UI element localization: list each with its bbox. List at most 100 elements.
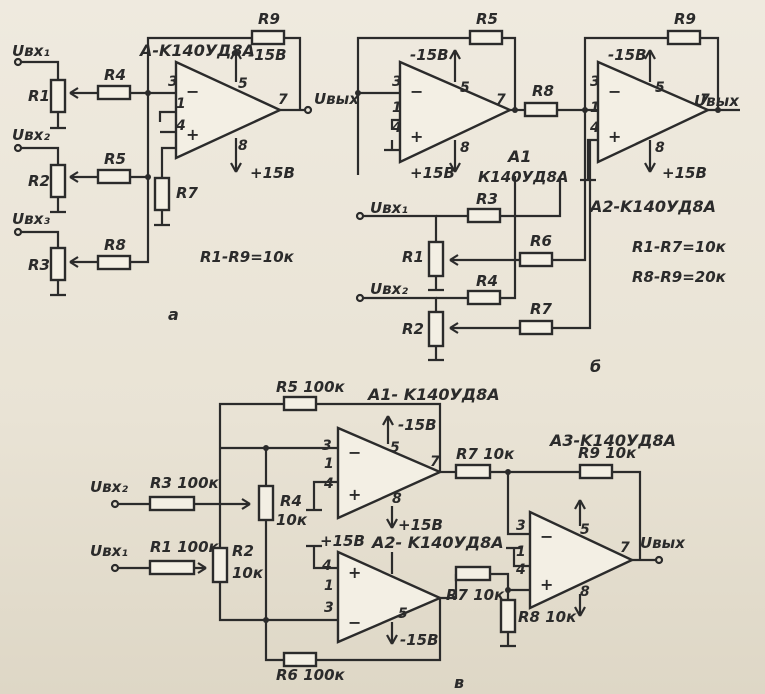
svg-text:4: 4 [323, 476, 334, 492]
svg-text:R1: R1 [402, 248, 424, 266]
pot-c-r2 [211, 546, 229, 584]
svg-text:1: 1 [324, 456, 334, 472]
svg-text:R9: R9 [674, 10, 696, 28]
svg-text:3: 3 [322, 438, 332, 454]
svg-text:+15В: +15В [320, 532, 365, 550]
resistor-b-r6 [518, 251, 554, 268]
svg-text:Uвх₂: Uвх₂ [370, 280, 408, 298]
svg-text:-15В: -15В [410, 46, 449, 64]
resistor-r5 [96, 168, 132, 185]
resistor-c-r7-top [454, 463, 492, 480]
svg-text:4: 4 [589, 120, 600, 136]
svg-text:5: 5 [390, 440, 400, 456]
resistor-b-r3 [466, 207, 502, 224]
label-c: в [454, 673, 464, 692]
svg-text:3: 3 [392, 74, 402, 90]
output-b-label: Uвых [694, 92, 740, 110]
r4-label: R4 [104, 66, 126, 84]
svg-text:R8: R8 [532, 82, 554, 100]
svg-text:5: 5 [655, 80, 665, 96]
svg-text:4: 4 [391, 120, 402, 136]
input-label-3: Uвх₃ [12, 210, 50, 228]
svg-text:3: 3 [590, 74, 600, 90]
note-b2: R8-R9=20к [632, 268, 727, 286]
circuit-a: Uвх₁ Uвх₂ Uвх₃ R1 R2 R3 R4 R5 R8 − + 3 1… [12, 10, 360, 324]
svg-text:R4: R4 [280, 492, 302, 510]
svg-text:3: 3 [516, 518, 526, 534]
svg-text:1: 1 [324, 578, 334, 594]
svg-text:8: 8 [580, 584, 590, 600]
svg-text:7: 7 [496, 92, 506, 108]
opamp-a [174, 60, 283, 160]
svg-text:−: − [540, 527, 553, 546]
svg-text:3: 3 [324, 600, 334, 616]
svg-text:−: − [186, 82, 199, 101]
resistor-r4 [96, 84, 132, 101]
svg-text:R7: R7 [530, 300, 553, 318]
resistor-b-r4 [466, 289, 502, 306]
svg-text:3: 3 [168, 74, 178, 90]
opamp-c3-label: A3-K140УД8A [548, 431, 676, 450]
svg-text:+15В: +15В [410, 164, 455, 182]
svg-text:10к: 10к [276, 511, 308, 529]
svg-text:-15В: -15В [398, 416, 437, 434]
circuit-b: − + 3 1 4 5 7 8 -15В +15В A1 К140УД8А R5… [355, 10, 740, 376]
svg-text:−: − [608, 82, 621, 101]
circuit-c: − + 3 1 4 5 7 8 -15В +15В A1- K140УД8A R… [90, 378, 686, 692]
resistor-c-r8 [499, 598, 517, 634]
svg-text:Uвх₁: Uвх₁ [370, 199, 408, 217]
svg-text:+: + [608, 127, 621, 146]
opamp-c2-label: A2- K140УД8A [370, 533, 504, 552]
pot-r1 [49, 78, 67, 114]
opamp-a-label: A-K140УД8A [138, 41, 255, 60]
r2-label: R2 [28, 172, 50, 190]
svg-text:R7 10к: R7 10к [446, 586, 505, 604]
svg-text:4: 4 [175, 118, 186, 134]
svg-text:8: 8 [238, 138, 248, 154]
svg-text:1: 1 [516, 544, 526, 560]
svg-text:Uвх₁: Uвх₁ [90, 542, 128, 560]
svg-text:R5 100к: R5 100к [276, 378, 346, 396]
input-label-1: Uвх₁ [12, 42, 50, 60]
resistor-b-r8 [523, 101, 559, 118]
svg-text:5: 5 [398, 606, 408, 622]
note-a: R1-R9=10к [200, 248, 295, 266]
opamp-c1 [336, 426, 443, 520]
r3-label: R3 [28, 256, 50, 274]
pot-r2 [49, 163, 67, 199]
opamp-c3 [528, 510, 635, 610]
svg-text:8: 8 [655, 140, 665, 156]
svg-text:К140УД8А: К140УД8А [478, 168, 569, 186]
svg-text:+: + [540, 575, 553, 594]
svg-text:4: 4 [515, 562, 526, 578]
svg-text:+15В: +15В [662, 164, 707, 182]
input-terminal-2 [13, 143, 23, 153]
svg-text:−: − [348, 613, 361, 632]
svg-text:R9: R9 [258, 10, 280, 28]
svg-text:R9 10к: R9 10к [578, 444, 637, 462]
svg-text:1: 1 [392, 100, 402, 116]
pot-c-r4 [257, 484, 275, 522]
svg-text:7: 7 [620, 540, 630, 556]
resistor-c-r9 [578, 463, 614, 480]
svg-text:R6 100к: R6 100к [276, 666, 346, 684]
r7-label: R8 [104, 236, 126, 254]
svg-text:4: 4 [321, 558, 332, 574]
svg-text:-15В: -15В [400, 631, 439, 649]
svg-text:10к: 10к [232, 564, 264, 582]
input-label-2: Uвх₂ [12, 126, 50, 144]
svg-text:5: 5 [580, 522, 590, 538]
label-b: б [590, 357, 601, 376]
pot-b-r1 [427, 240, 445, 278]
svg-text:Uвх₂: Uвх₂ [90, 478, 128, 496]
opamp-c2 [336, 550, 443, 644]
svg-text:+: + [410, 127, 423, 146]
resistor-b-r7 [518, 319, 554, 336]
opamp-b1 [398, 60, 513, 164]
svg-text:+: + [348, 563, 361, 582]
svg-text:-15В: -15В [248, 46, 287, 64]
svg-text:−: − [348, 443, 361, 462]
svg-text:R7 10к: R7 10к [456, 445, 515, 463]
svg-text:+15В: +15В [398, 516, 443, 534]
